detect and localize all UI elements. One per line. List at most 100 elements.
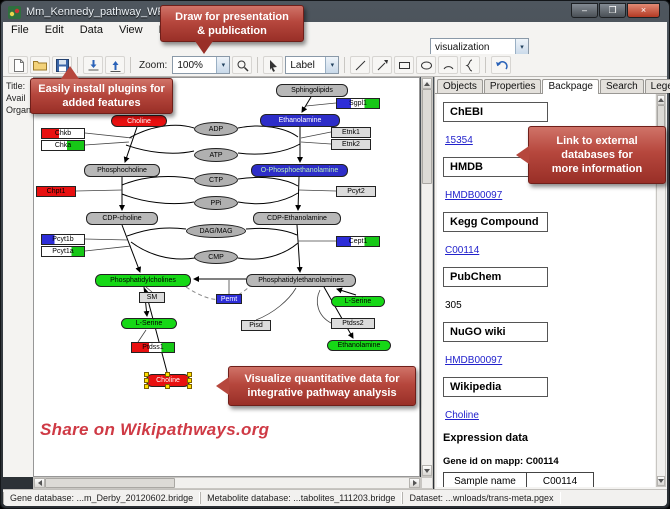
selection-handle[interactable] bbox=[144, 377, 149, 383]
pathway-node-cdp-ethanolamine[interactable]: CDP-Ethanolamine bbox=[253, 212, 341, 225]
pathway-node-pcyt1a[interactable]: Pcyt1a bbox=[41, 246, 85, 257]
pathway-node-ctp[interactable]: CTP bbox=[194, 173, 238, 187]
scrollbar-thumb[interactable] bbox=[45, 478, 175, 488]
selection-handle[interactable] bbox=[187, 372, 192, 377]
tab-search[interactable]: Search bbox=[599, 79, 644, 93]
callout-line: more information bbox=[551, 163, 643, 175]
toolbar-separator bbox=[485, 57, 487, 73]
status-metabolite-database: Metabolite database: ...tabolites_111203… bbox=[200, 492, 403, 504]
canvas-vertical-scrollbar[interactable] bbox=[421, 77, 433, 477]
menu-file[interactable]: File bbox=[11, 23, 29, 36]
pathway-node-etnk2[interactable]: Etnk2 bbox=[331, 139, 371, 150]
pathway-node-pemt[interactable]: Pemt bbox=[216, 294, 242, 304]
pathway-node-sphingolipids[interactable]: Sphingolipids bbox=[276, 84, 348, 97]
selection-tool-button[interactable] bbox=[263, 56, 284, 74]
pathway-node-atp[interactable]: ATP bbox=[194, 148, 238, 162]
visualization-select[interactable]: visualization ▾ bbox=[430, 38, 529, 56]
scrollbar-thumb[interactable] bbox=[422, 89, 432, 184]
scroll-right-button[interactable] bbox=[409, 478, 420, 488]
kegg-link[interactable]: C00114 bbox=[445, 245, 480, 256]
open-file-button[interactable] bbox=[30, 56, 50, 74]
chebi-link[interactable]: 15354 bbox=[445, 135, 473, 146]
minimize-button[interactable]: – bbox=[571, 3, 598, 18]
selection-handle[interactable] bbox=[165, 384, 170, 389]
canvas-horizontal-scrollbar[interactable] bbox=[33, 477, 421, 489]
info-organism-label: Organ bbox=[6, 105, 32, 115]
menu-data[interactable]: Data bbox=[79, 23, 103, 36]
pathway-node-choline-selected[interactable]: Choline bbox=[144, 372, 192, 389]
pathway-node-choline-top[interactable]: Choline bbox=[111, 115, 167, 127]
pathway-node-pcyt1b[interactable]: Pcyt1b bbox=[41, 234, 85, 245]
pathway-node-ptdss2[interactable]: Ptdss2 bbox=[331, 318, 375, 329]
menu-edit[interactable]: Edit bbox=[44, 23, 64, 36]
pathway-node-ptdss1[interactable]: Ptdss1 bbox=[131, 342, 175, 353]
pathway-node-adp[interactable]: ADP bbox=[194, 122, 238, 136]
callout-arrow-left-icon bbox=[216, 377, 229, 395]
pathway-node-ethanolamine-bottom[interactable]: Ethanolamine bbox=[327, 340, 391, 351]
pathway-node-pcyt2[interactable]: Pcyt2 bbox=[336, 186, 376, 197]
line-tool-button[interactable] bbox=[350, 56, 371, 74]
tab-legend[interactable]: Legend bbox=[644, 79, 670, 93]
expression-data-title: Expression data bbox=[443, 432, 528, 444]
scroll-down-button[interactable] bbox=[422, 465, 432, 476]
hmdb-link[interactable]: HMDB00097 bbox=[445, 190, 503, 201]
selection-handle[interactable] bbox=[165, 372, 170, 377]
pathway-node-l-serine-right[interactable]: L-Serine bbox=[331, 296, 385, 307]
arrow-tool-button[interactable] bbox=[372, 56, 393, 74]
scroll-up-button[interactable] bbox=[422, 78, 432, 89]
pathway-node-sm[interactable]: SM bbox=[139, 292, 165, 303]
pathway-node-phosphatidylcholines[interactable]: Phosphatidylcholines bbox=[95, 274, 191, 287]
table-cell: C00114 bbox=[526, 472, 594, 487]
scroll-down-button[interactable] bbox=[657, 476, 665, 486]
tab-properties[interactable]: Properties bbox=[483, 79, 542, 93]
status-bar: Gene database: ...m_Derby_20120602.bridg… bbox=[3, 489, 667, 506]
panel-tabs: Objects Properties Backpage Search Legen… bbox=[435, 77, 670, 94]
nugo-link[interactable]: HMDB00097 bbox=[445, 355, 503, 366]
ellipse-tool-button[interactable] bbox=[416, 56, 437, 74]
undo-button[interactable] bbox=[491, 56, 512, 74]
pathway-node-o-phosphoethanolamine[interactable]: O-Phosphoethanolamine bbox=[251, 164, 348, 177]
pathway-node-chka[interactable]: Chka bbox=[41, 140, 85, 151]
selection-handle[interactable] bbox=[144, 384, 149, 389]
scroll-up-button[interactable] bbox=[657, 95, 665, 105]
pathway-node-chkb[interactable]: Chkb bbox=[41, 128, 85, 139]
chevron-down-icon: ▾ bbox=[325, 57, 339, 73]
pathway-node-cept1[interactable]: Cept1 bbox=[336, 236, 380, 247]
pathway-node-cdp-choline[interactable]: CDP-choline bbox=[86, 212, 158, 225]
zoom-fit-button[interactable] bbox=[232, 56, 253, 74]
pathway-node-l-serine-left[interactable]: L-Serine bbox=[121, 318, 177, 329]
brace-tool-button[interactable] bbox=[460, 56, 481, 74]
close-button[interactable]: × bbox=[627, 3, 660, 18]
selection-handle[interactable] bbox=[144, 372, 149, 377]
pathway-node-phosphatidylethanolamines[interactable]: Phosphatidylethanolamines bbox=[246, 274, 356, 287]
pathway-node-sgpl1[interactable]: Sgpl1 bbox=[336, 98, 380, 109]
zoom-select[interactable]: 100% ▾ bbox=[172, 56, 231, 74]
maximize-button[interactable]: ❐ bbox=[599, 3, 626, 18]
pathway-node-cmp[interactable]: CMP bbox=[194, 250, 238, 264]
pathway-node-pisd[interactable]: Pisd bbox=[241, 320, 271, 331]
rectangle-tool-button[interactable] bbox=[394, 56, 415, 74]
pathway-node-chpt1[interactable]: Chpt1 bbox=[36, 186, 76, 197]
label-tool-select[interactable]: Label ▾ bbox=[285, 56, 340, 74]
section-header-chebi: ChEBI bbox=[443, 102, 548, 122]
chevron-down-icon: ▾ bbox=[216, 57, 230, 73]
import-button[interactable] bbox=[83, 56, 103, 74]
toolbar-separator bbox=[257, 57, 259, 73]
pathway-node-ppi[interactable]: PPi bbox=[194, 196, 238, 210]
selection-handle[interactable] bbox=[187, 384, 192, 389]
new-file-button[interactable] bbox=[8, 56, 28, 74]
pathway-node-dag-mag[interactable]: DAG/MAG bbox=[186, 224, 246, 238]
menu-view[interactable]: View bbox=[118, 23, 143, 36]
pathway-node-ethanolamine-top[interactable]: Ethanolamine bbox=[260, 114, 340, 127]
arc-tool-button[interactable] bbox=[438, 56, 459, 74]
export-button[interactable] bbox=[105, 56, 125, 74]
callout-visualize: Visualize quantitative data for integrat… bbox=[216, 366, 416, 406]
tab-objects[interactable]: Objects bbox=[437, 79, 483, 93]
selection-handle[interactable] bbox=[187, 377, 192, 383]
scroll-left-button[interactable] bbox=[34, 478, 45, 488]
wikipedia-link[interactable]: Choline bbox=[445, 410, 479, 421]
pathway-node-etnk1[interactable]: Etnk1 bbox=[331, 127, 371, 138]
tab-backpage[interactable]: Backpage bbox=[542, 79, 599, 94]
pathway-node-phosphocholine[interactable]: Phosphocholine bbox=[84, 164, 160, 177]
